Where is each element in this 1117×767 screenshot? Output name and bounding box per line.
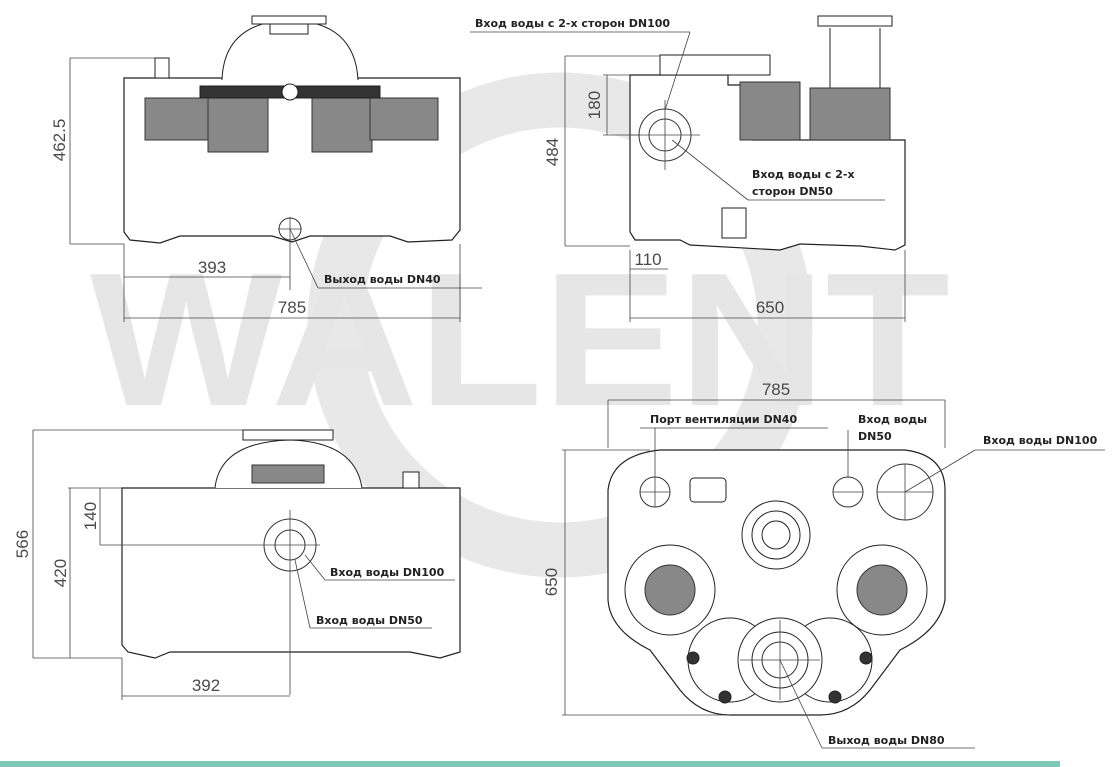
side-pipe-flange [817,15,893,27]
top-pump-right-core [856,564,908,616]
back-width-dim: 392 [192,676,220,695]
back-top-offset-dim: 140 [81,502,100,530]
back-inlet-dn50-label: Вход воды DN50 [316,614,423,627]
side-pipe [829,28,881,91]
back-body-height-dim: 420 [51,559,70,587]
accent-bar [0,761,1060,767]
watermark-text: WALENT [90,234,950,446]
top-center-bore [761,520,791,550]
side-motor [809,87,891,141]
top-inlet-dn50-label-2: DN50 [858,430,892,443]
front-outlet-dim: 393 [198,258,226,277]
front-center-boss [281,83,299,101]
side-inlet-dn50-label-1: Вход воды с 2-х [752,168,855,181]
front-width-dim: 785 [278,298,306,317]
side-top-housing [659,54,771,76]
side-height-dim: 484 [543,138,562,166]
side-width-dim: 650 [756,298,784,317]
back-view: 566 420 140 392 Вход воды DN100 Вход вод… [13,429,461,700]
front-pump-left [144,97,214,141]
back-flange [242,429,334,441]
top-outlet-label: Выход воды DN80 [828,734,945,747]
side-view: 484 180 110 650 Вход воды с 2-х сторон D… [470,15,906,322]
top-pump-left-core [644,564,696,616]
front-motor-left [207,95,269,153]
front-vent [154,57,170,79]
back-inlet-dn100-label: Вход воды DN100 [330,566,445,579]
top-width-dim: 785 [762,380,790,399]
top-handle [689,477,727,503]
watermark: WALENT [90,72,950,578]
front-view: 462.5 393 785 Выход воды DN40 [50,15,482,322]
side-offset-dim: 110 [634,250,661,269]
back-vent [402,471,420,489]
front-pump-right [369,97,439,141]
side-inlet-stub [721,207,747,239]
back-pump-band [251,464,325,484]
watermark-ring [307,72,813,578]
back-total-height-dim: 566 [13,530,32,558]
front-flange-neck [269,23,309,35]
top-vent-label: Порт вентиляции DN40 [650,413,797,426]
front-motor-right [311,95,373,153]
top-inlet-dn100-label: Вход воды DN100 [983,434,1098,447]
top-inlet-dn50-label-1: Вход воды [858,413,927,426]
front-flange [251,15,327,25]
top-depth-dim: 650 [542,568,561,596]
side-pump [739,81,801,141]
front-height-dim: 462.5 [50,119,69,162]
side-inlet-dn100-label: Вход воды с 2-х сторон DN100 [475,17,670,30]
side-inlet-height-dim: 180 [585,91,604,119]
side-inlet-dn50-label-2: сторон DN50 [752,185,833,198]
front-outlet-label: Выход воды DN40 [324,273,441,286]
top-view: 785 650 Порт вентиляции DN40 Вход воды D… [542,380,1105,749]
